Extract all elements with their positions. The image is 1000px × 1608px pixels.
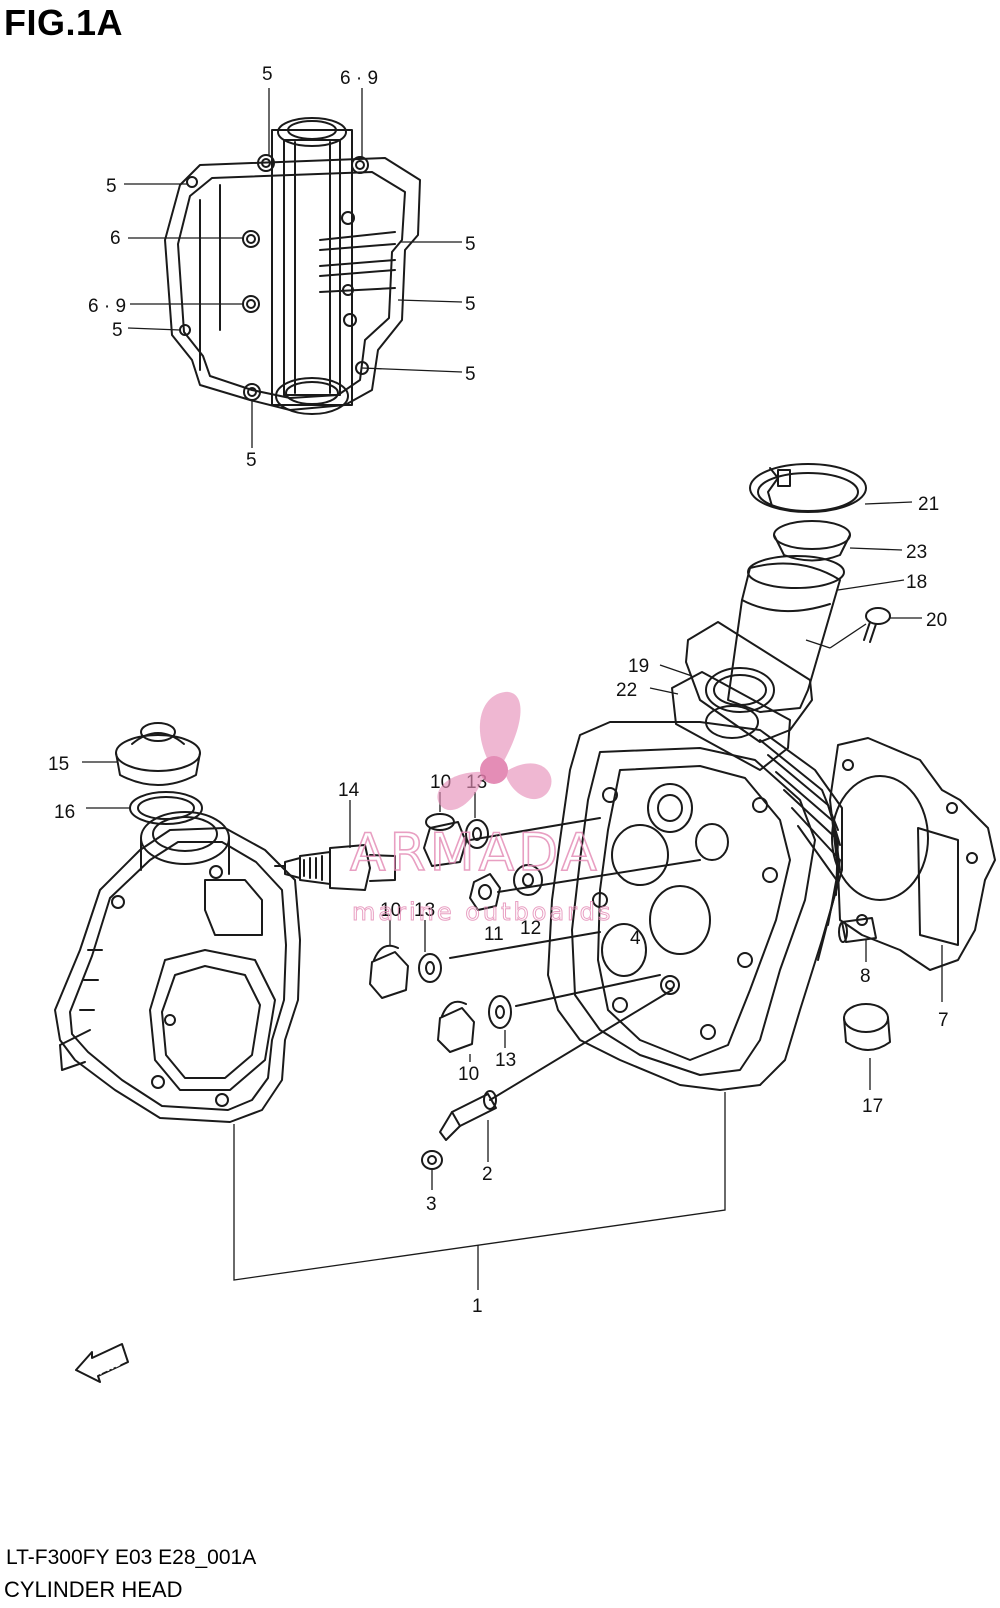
callout-19: 19 (628, 656, 649, 677)
cap-nut-10-a (423, 813, 467, 867)
callout-top-6-9: 6 · 9 (340, 68, 378, 89)
intake-gasket (671, 671, 791, 771)
callout-8: 8 (860, 966, 871, 987)
cylinder-head-cover (54, 811, 301, 1123)
callout-top-5: 5 (262, 64, 273, 85)
intake-cap (773, 520, 851, 562)
callout-22: 22 (616, 680, 637, 701)
callout-top-6: 6 (110, 228, 121, 249)
screw-20 (863, 607, 891, 643)
callout-top-6-9-left: 6 · 9 (88, 296, 126, 317)
figure-code: LT-F300FY E03 E28_001A (6, 1546, 257, 1569)
callout-3: 3 (426, 1194, 437, 1215)
callout-top-5-right-3: 5 (465, 364, 476, 385)
figure-title: FIG.1A (4, 2, 124, 43)
callout-17: 17 (862, 1096, 883, 1117)
cylinder-gasket (829, 737, 996, 971)
dowel-pin (838, 917, 877, 943)
callout-top-5-left: 5 (106, 176, 117, 197)
callout-13-lower: 13 (495, 1050, 516, 1071)
valve-guide (439, 989, 673, 1141)
callout-20: 20 (926, 610, 947, 631)
cylinder-head-top-view (164, 117, 421, 415)
fwd-arrow-icon (75, 1343, 129, 1383)
callout-7: 7 (938, 1010, 949, 1031)
circlip (421, 1150, 443, 1170)
callout-4: 4 (630, 928, 641, 949)
callout-10-middle: 10 (380, 900, 401, 921)
callout-10-lower: 10 (458, 1064, 479, 1085)
plug-17 (843, 1003, 891, 1051)
oil-filler-cap (115, 722, 203, 825)
watermark-tagline: marine outboards (352, 898, 613, 926)
callout-top-5-bottom: 5 (246, 450, 257, 471)
callout-12: 12 (520, 918, 541, 939)
callout-2: 2 (482, 1164, 493, 1185)
callout-1: 1 (472, 1296, 483, 1317)
nut-11 (469, 873, 501, 911)
callout-top-5-right-1: 5 (465, 234, 476, 255)
cap-nut-10-c (437, 1000, 475, 1053)
callout-top-5-right-2: 5 (465, 294, 476, 315)
callout-13-middle: 13 (414, 900, 435, 921)
fwd-label: FWD (96, 1356, 124, 1377)
washer-13-c (488, 995, 512, 1029)
washer-13-a (465, 819, 489, 849)
washer-12 (513, 864, 543, 896)
callout-21: 21 (918, 494, 939, 515)
callout-14: 14 (338, 780, 360, 801)
callout-16: 16 (54, 802, 75, 823)
washer-13-b (418, 953, 442, 983)
armada-watermark: ARMADA marine outboards (349, 691, 613, 927)
figure-name: CYLINDER HEAD (4, 1577, 183, 1602)
cap-nut-10-b (369, 944, 409, 999)
callout-18: 18 (906, 572, 927, 593)
callout-11: 11 (484, 924, 504, 945)
hose-clamp (749, 463, 867, 513)
spark-plug (274, 844, 396, 891)
propeller-logo-icon (437, 691, 552, 811)
callout-23: 23 (906, 542, 927, 563)
watermark-brand: ARMADA (350, 823, 601, 883)
callout-15: 15 (48, 754, 69, 775)
callout-top-5-lower-left: 5 (112, 320, 123, 341)
